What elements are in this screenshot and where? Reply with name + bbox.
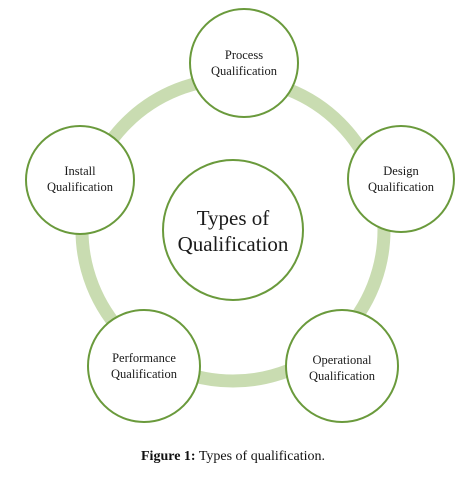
install-qualification-line-1: Install bbox=[64, 164, 96, 178]
process-qualification-circle bbox=[189, 8, 299, 118]
performance-qualification-circle bbox=[87, 309, 201, 423]
install-qualification-line-2: Qualification bbox=[47, 180, 114, 194]
operational-qualification-line-1: Operational bbox=[312, 353, 372, 367]
figure-caption: Figure 1: Types of qualification. bbox=[0, 449, 466, 465]
performance-qualification-line-1: Performance bbox=[112, 351, 176, 365]
node-install-qualification: Install Qualification bbox=[25, 125, 135, 235]
center-circle bbox=[162, 159, 304, 301]
operational-qualification-circle bbox=[285, 309, 399, 423]
center-node: Types of Qualification bbox=[162, 159, 304, 301]
node-process-qualification: Process Qualification bbox=[189, 8, 299, 118]
design-qualification-line-1: Design bbox=[383, 164, 419, 178]
design-qualification-circle bbox=[347, 125, 455, 233]
process-qualification-line-2: Qualification bbox=[211, 64, 278, 78]
node-operational-qualification: Operational Qualification bbox=[285, 309, 399, 423]
performance-qualification-line-2: Qualification bbox=[111, 367, 178, 381]
operational-qualification-line-2: Qualification bbox=[309, 369, 376, 383]
center-title-line-1: Types of bbox=[197, 206, 270, 230]
node-performance-qualification: Performance Qualification bbox=[87, 309, 201, 423]
install-qualification-circle bbox=[25, 125, 135, 235]
figure-caption-text: Types of qualification. bbox=[195, 449, 325, 464]
figure-caption-label: Figure 1: bbox=[141, 449, 196, 464]
design-qualification-line-2: Qualification bbox=[368, 180, 435, 194]
process-qualification-line-1: Process bbox=[225, 48, 263, 62]
center-title-line-2: Qualification bbox=[178, 232, 289, 256]
node-design-qualification: Design Qualification bbox=[347, 125, 455, 233]
